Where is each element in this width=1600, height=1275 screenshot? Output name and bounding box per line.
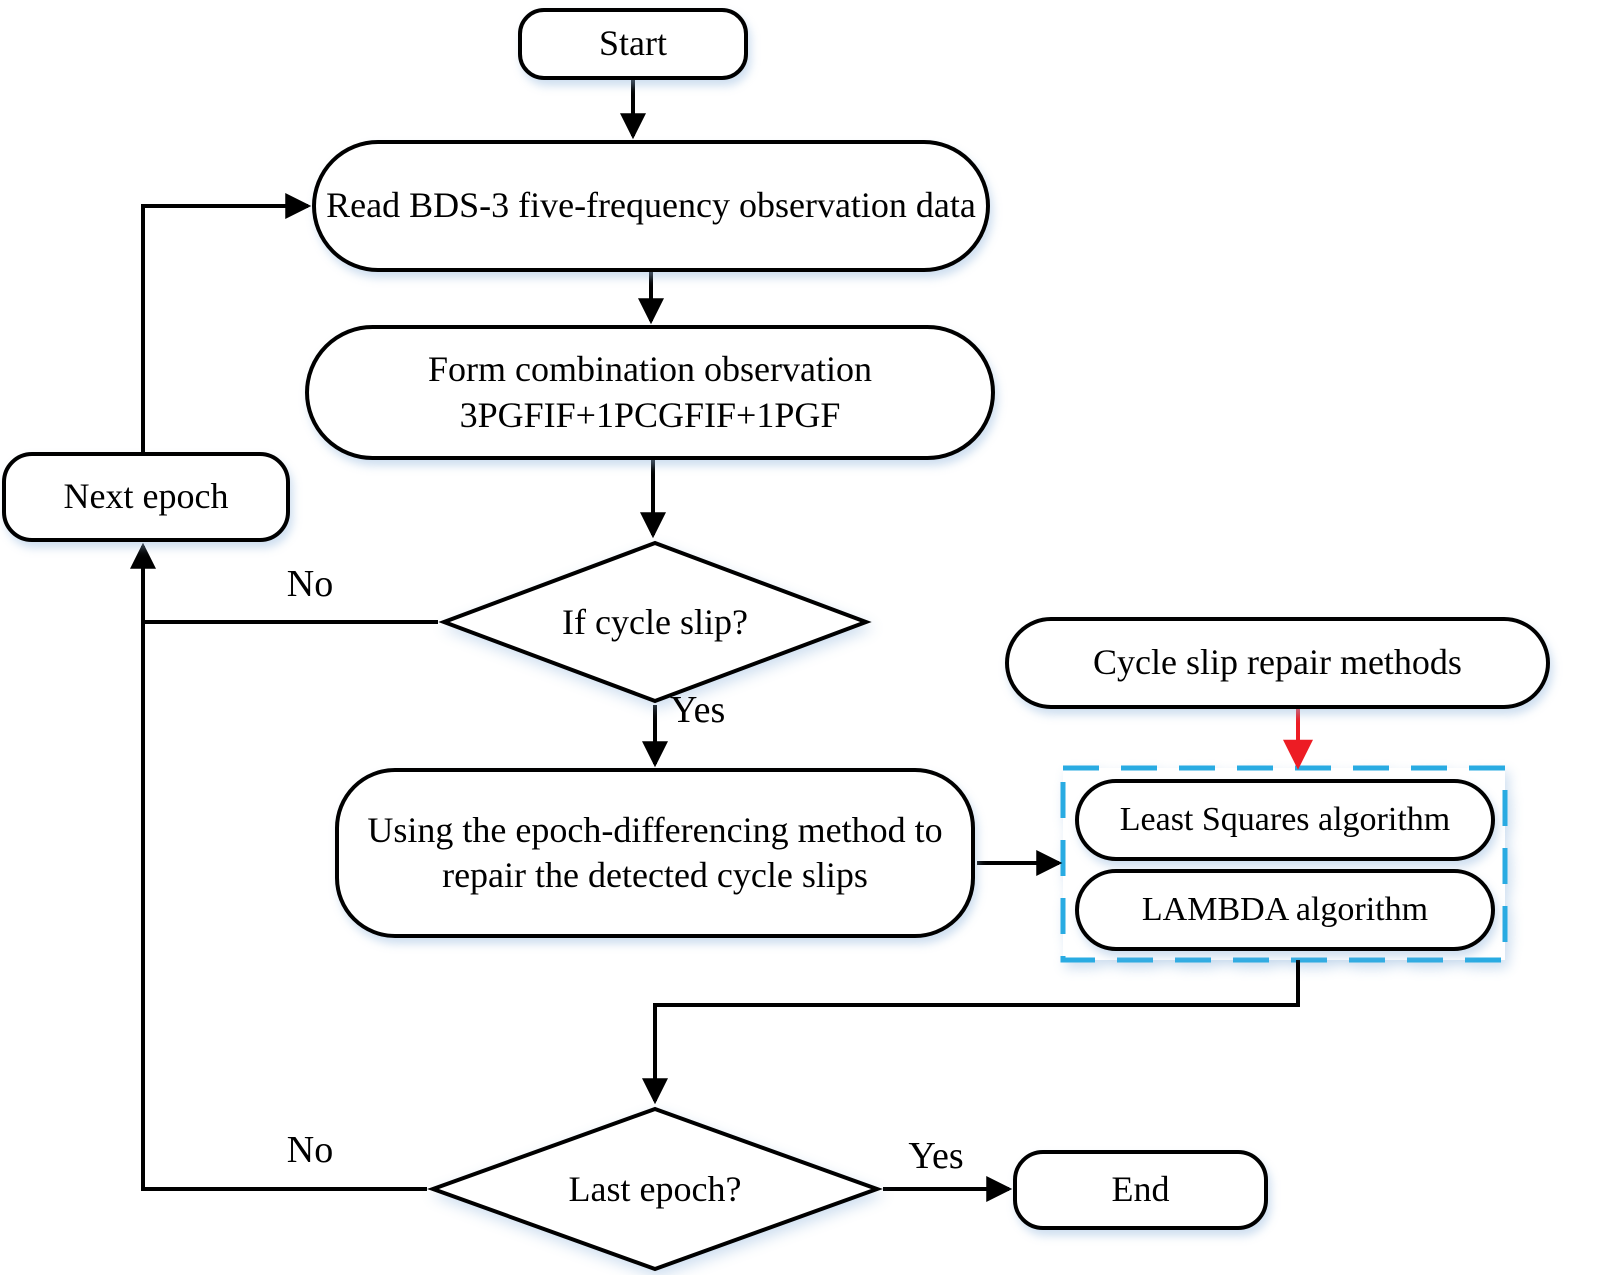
node-form-combination: Form combination observation 3PGFIF+1PCG… [305, 325, 995, 460]
node-read-observation: Read BDS-3 five-frequency observation da… [312, 140, 990, 272]
node-lambda-algorithm-label: LAMBDA algorithm [1141, 890, 1429, 928]
edge-label-lastepoch-yes: Yes [908, 1135, 964, 1177]
edge-label-ifslip-no: No [286, 563, 334, 605]
node-lambda-algorithm: LAMBDA algorithm [1075, 869, 1495, 951]
connector-group-to-lastepoch [642, 960, 1300, 1105]
node-start: Start [518, 8, 748, 80]
node-next-epoch-label: Next epoch [63, 476, 229, 517]
decision-if-cycle-slip: If cycle slip? [438, 539, 872, 705]
node-least-squares-algorithm-label: Least Squares algorithm [1119, 800, 1451, 838]
diamond-shape [438, 540, 872, 704]
connector-lastepoch-no-join [141, 622, 427, 1191]
decision-last-epoch: Last epoch? [427, 1105, 883, 1273]
node-repair-cycle-slips-label: Using the epoch-differencing method to r… [367, 809, 943, 895]
edge-label-ifslip-yes: Yes [670, 689, 726, 731]
node-start-label: Start [599, 23, 667, 64]
edge-label-lastepoch-no: No [286, 1129, 334, 1171]
node-repair-cycle-slips: Using the epoch-differencing method to r… [335, 768, 975, 938]
node-least-squares-algorithm: Least Squares algorithm [1075, 779, 1495, 861]
node-form-combination-label: Form combination observation 3PGFIF+1PCG… [428, 349, 872, 435]
node-cycle-slip-repair-methods-label: Cycle slip repair methods [1093, 642, 1462, 683]
node-end-label: End [1111, 1169, 1170, 1210]
connector-nextepoch-to-read [141, 193, 312, 452]
diamond-shape [427, 1106, 883, 1272]
decision-last-epoch-label: Last epoch? [568, 1169, 742, 1209]
decision-if-cycle-slip-label: If cycle slip? [562, 602, 748, 642]
node-read-observation-label: Read BDS-3 five-frequency observation da… [326, 185, 976, 226]
node-end: End [1013, 1150, 1268, 1230]
node-next-epoch: Next epoch [2, 452, 290, 542]
node-cycle-slip-repair-methods: Cycle slip repair methods [1005, 617, 1550, 709]
